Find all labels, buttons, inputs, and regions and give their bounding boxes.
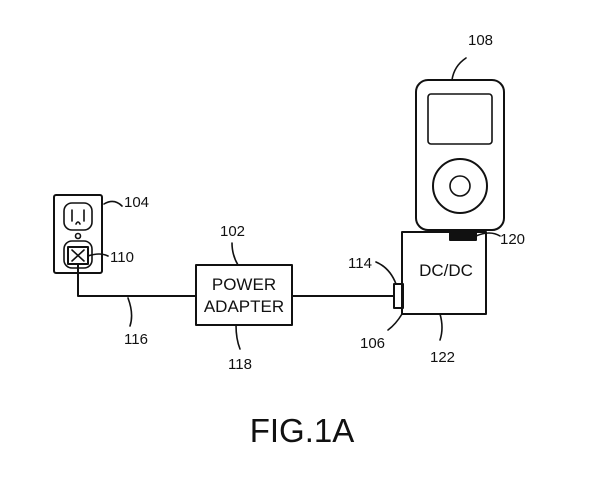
- power-adapter: POWER ADAPTER: [195, 264, 293, 326]
- power-adapter-label-line2: ADAPTER: [204, 297, 284, 316]
- ref-110: 110: [110, 249, 134, 266]
- ref-104: 104: [124, 194, 149, 211]
- leader-110: [87, 253, 109, 257]
- ref-120: 120: [500, 231, 525, 248]
- leader-108: [451, 57, 467, 81]
- leader-114: [375, 261, 397, 285]
- ref-118: 118: [228, 356, 252, 373]
- leader-120: [475, 232, 501, 237]
- ref-102: 102: [220, 223, 245, 240]
- ref-122: 122: [430, 349, 455, 366]
- dcdc-converter: DC/DC: [401, 229, 487, 315]
- ref-106: 106: [360, 335, 385, 352]
- ref-114: 114: [348, 255, 372, 272]
- figure-caption: FIG.1A: [250, 412, 355, 449]
- leader-104: [103, 200, 123, 207]
- media-player: [415, 79, 505, 231]
- ref-108: 108: [468, 32, 493, 49]
- wall-outlet: [53, 194, 103, 274]
- leader-106: [387, 313, 403, 331]
- leader-102: [231, 242, 239, 266]
- power-adapter-label-line1: POWER: [212, 275, 276, 294]
- cable-116: [77, 263, 197, 297]
- ref-116: 116: [124, 331, 148, 348]
- plug: [67, 246, 89, 265]
- dcdc-label: DC/DC: [419, 261, 473, 280]
- leader-122: [439, 313, 443, 341]
- leader-118: [235, 324, 241, 350]
- leader-116: [127, 297, 133, 327]
